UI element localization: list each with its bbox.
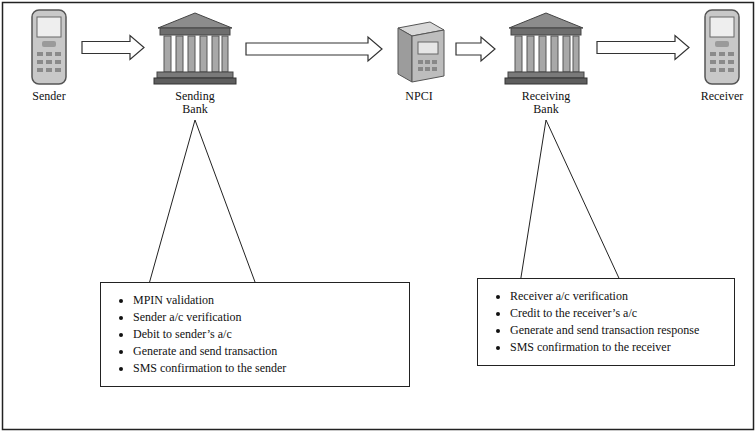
bullet-list: MPIN validationSender a/c verificationDe… [115,292,397,377]
block-arrow [456,37,495,61]
bank-building: Sending Bank [152,10,238,116]
bullet-list: Receiver a/c verificationCredit to the r… [492,288,722,356]
flow-arrow [597,36,689,60]
bank-building: Receiving Bank [503,10,589,116]
switch-machine: NPCI [390,14,448,103]
participant-label: Sender [19,90,79,103]
callout-box: Receiver a/c verificationCredit to the r… [477,278,735,366]
bullet-item: Generate and send transaction [133,343,397,360]
bank-building [152,10,238,86]
bullet-item: Receiver a/c verification [510,288,722,305]
callout-pointer [150,120,255,282]
flow-arrow [82,36,144,60]
bullet-item: Generate and send transaction response [510,322,722,339]
block-arrow [246,37,382,61]
callout-box: MPIN validationSender a/c verificationDe… [100,282,410,387]
bullet-item: SMS confirmation to the sender [133,360,397,377]
bullet-item: Sender a/c verification [133,309,397,326]
block-arrow [82,36,144,60]
receiver-phone [697,8,747,86]
switch-machine [390,14,448,86]
sender-phone [24,8,74,86]
flow-arrow [456,37,495,61]
bullet-item: MPIN validation [133,292,397,309]
participant-label: NPCI [389,90,449,103]
receiver-phone: Receiver [697,8,747,103]
bullet-item: Credit to the receiver’s a/c [510,305,722,322]
bullet-item: SMS confirmation to the receiver [510,339,722,356]
bullet-item: Debit to sender’s a/c [133,326,397,343]
callout-wedge [521,120,619,278]
bank-building [503,10,589,86]
participant-label: Receiver [694,90,750,103]
callout-wedge [150,120,255,282]
flow-arrow [246,37,382,61]
block-arrow [597,36,689,60]
frame-border [3,3,754,430]
sender-phone: Sender [24,8,74,103]
callout-pointer [521,120,619,278]
participant-label: Sending Bank [166,90,224,116]
participant-label: Receiving Bank [513,90,579,116]
